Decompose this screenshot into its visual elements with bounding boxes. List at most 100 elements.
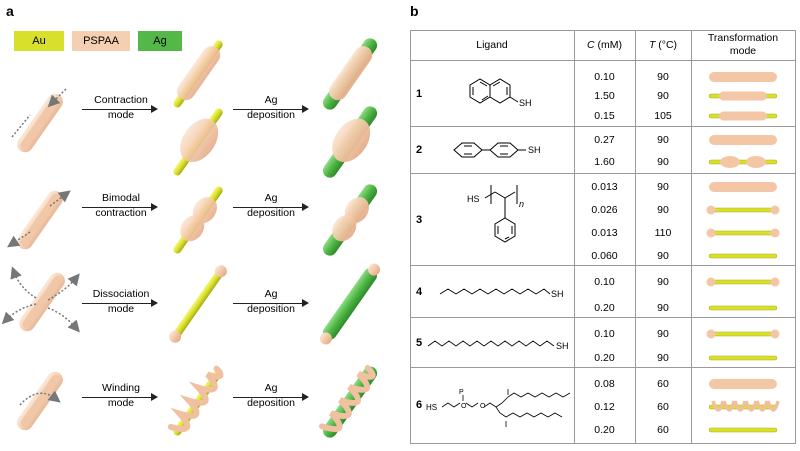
table-right-border <box>795 30 796 444</box>
col-sep-3 <box>691 30 692 444</box>
cell-temperature: 90 <box>657 302 669 314</box>
ag-deposited-rods-1 <box>322 38 378 178</box>
panel-b-label: b <box>410 3 419 19</box>
ag-deposited-rod-2 <box>322 184 378 256</box>
group-sep-5 <box>410 367 796 368</box>
panel-a-label: a <box>6 3 14 19</box>
cell-concentration: 0.013 <box>591 227 618 239</box>
mode-glyph-dissoc <box>706 228 780 238</box>
cell-concentration: 0.27 <box>594 134 615 146</box>
mode-glyph-bare <box>708 355 778 361</box>
cell-temperature: 90 <box>657 134 669 146</box>
structure-1-naphthalenethiol: SH <box>469 78 532 108</box>
structure-4-alkanethiol: SH <box>439 288 564 299</box>
col-sep-2 <box>635 30 636 444</box>
structure-2-biphenylthiol: SH <box>453 142 541 158</box>
svg-text:P: P <box>459 389 464 396</box>
structure-5-alkanethiol: SH <box>427 340 569 351</box>
arrow-1b <box>233 109 303 110</box>
mode-glyph-contract <box>708 111 778 121</box>
legend-ag: Ag <box>138 31 182 51</box>
ligand-num-3: 3 <box>416 214 423 226</box>
arrow-4b <box>233 397 303 398</box>
mode-glyph-winding <box>708 400 780 412</box>
bimodal-rod <box>173 186 223 254</box>
cell-concentration: 0.20 <box>594 424 615 436</box>
table-left-border <box>410 30 411 444</box>
svg-text:HS: HS <box>467 194 480 204</box>
cell-concentration: 0.20 <box>594 352 615 364</box>
arrowhead-2a <box>151 203 158 211</box>
mode-glyph-bare <box>708 427 778 433</box>
group-sep-3 <box>410 265 796 266</box>
mode-glyph-bare <box>708 253 778 259</box>
mode-glyph-contract <box>708 91 778 101</box>
cell-concentration: 0.10 <box>594 276 615 288</box>
ligand-num-6: 6 <box>416 399 423 411</box>
svg-text:SH: SH <box>551 289 564 299</box>
arrowhead-2b <box>302 203 309 211</box>
arrow-2b <box>233 207 303 208</box>
ag-deposited-rod-4 <box>318 365 378 438</box>
contracted-rods <box>173 40 223 176</box>
wound-rod <box>167 365 224 436</box>
mode-glyph-dissoc <box>706 277 780 287</box>
svg-text:n: n <box>519 199 524 209</box>
svg-text:O: O <box>461 403 467 410</box>
ligand-num-2: 2 <box>416 144 423 156</box>
cell-temperature: 110 <box>654 227 672 239</box>
header-sep <box>410 60 796 61</box>
svg-text:HS: HS <box>426 403 437 412</box>
cell-concentration: 0.013 <box>591 181 618 193</box>
mode-glyph-dissoc <box>706 205 780 215</box>
ligand-num-5: 5 <box>416 337 423 349</box>
cell-concentration: 1.50 <box>594 90 615 102</box>
cell-concentration: 0.026 <box>591 204 618 216</box>
mode-glyph-thick <box>709 72 777 82</box>
cell-concentration: 0.12 <box>594 401 615 413</box>
arrowhead-1b <box>302 105 309 113</box>
cell-temperature: 90 <box>657 71 669 83</box>
cell-concentration: 0.060 <box>591 250 618 262</box>
cell-temperature: 60 <box>657 378 669 390</box>
cell-temperature: 60 <box>657 401 669 413</box>
table-bottom-border <box>410 443 796 444</box>
cell-concentration: 0.10 <box>594 71 615 83</box>
arrow-3a <box>82 303 152 304</box>
arrow-2a <box>82 207 152 208</box>
ag-deposited-rod-3 <box>319 263 381 345</box>
legend-au: Au <box>14 31 64 51</box>
cell-concentration: 0.15 <box>594 110 615 122</box>
cell-concentration: 1.60 <box>594 156 615 168</box>
legend-pspaa: PSPAA <box>72 31 130 51</box>
cell-temperature: 90 <box>657 90 669 102</box>
svg-text:SH: SH <box>519 98 532 108</box>
structure-3-polystyrene-thiol: HS n <box>467 185 524 243</box>
cell-temperature: 90 <box>657 328 669 340</box>
cell-temperature: 90 <box>657 276 669 288</box>
initial-rod-bimodal <box>7 190 71 250</box>
cell-temperature: 60 <box>657 424 669 436</box>
svg-text:SH: SH <box>528 145 541 155</box>
dissociated-rod <box>169 265 227 343</box>
header-t: T (°C) <box>648 39 678 51</box>
arrow-3b <box>233 303 303 304</box>
header-c: C (mM) <box>587 39 622 51</box>
arrowhead-1a <box>151 105 158 113</box>
mode-glyph-bare <box>708 305 778 311</box>
arrow-1a <box>82 109 152 110</box>
group-sep-2 <box>410 173 796 174</box>
table-top-border <box>410 30 796 31</box>
col-sep-1 <box>574 30 575 444</box>
cell-temperature: 90 <box>657 250 669 262</box>
structure-6-phospholipid-thiol: HS O P O <box>426 389 571 427</box>
cell-concentration: 0.20 <box>594 302 615 314</box>
